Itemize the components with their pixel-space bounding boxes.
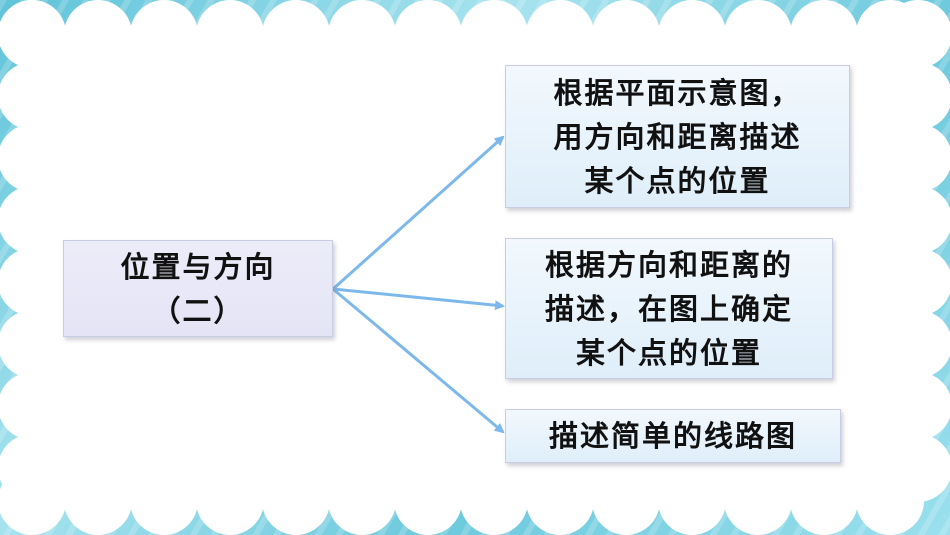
branch-1-line-1: 根据平面示意图， <box>553 75 802 110</box>
main-topic-line-2: （二） <box>151 293 245 328</box>
branch-1-line-3: 某个点的位置 <box>584 163 771 198</box>
arrow-to-branch-1 <box>332 135 505 291</box>
arrow-to-branch-2 <box>332 287 505 311</box>
branch-3-line-1: 描述简单的线路图 <box>548 419 797 453</box>
branch-box-1: 根据平面示意图， 用方向和距离描述 某个点的位置 <box>505 65 850 208</box>
main-topic-box: 位置与方向 （二） <box>63 240 333 337</box>
branch-2-line-1: 根据方向和距离的 <box>544 247 793 282</box>
branch-box-3: 描述简单的线路图 <box>505 409 841 463</box>
branch-2-line-3: 某个点的位置 <box>575 335 762 370</box>
arrow-to-branch-3 <box>332 287 505 434</box>
branch-box-2: 根据方向和距离的 描述，在图上确定 某个点的位置 <box>505 238 833 379</box>
branch-1-line-2: 用方向和距离描述 <box>553 119 802 154</box>
main-topic-line-1: 位置与方向 <box>120 249 276 284</box>
branch-2-line-2: 描述，在图上确定 <box>544 291 793 326</box>
